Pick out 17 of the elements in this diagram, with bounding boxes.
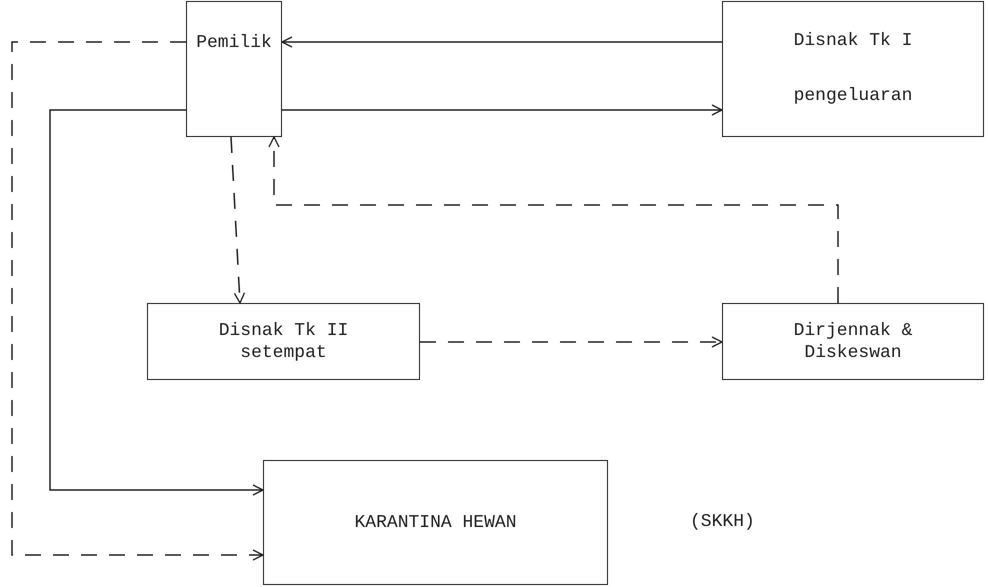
box-label: Disnak Tk I pengeluaran [792,30,914,108]
box-label: KARANTINA HEWAN [354,512,517,534]
note-text: (SKKH) [690,512,755,532]
process-box [186,1,282,137]
process-box [722,1,984,137]
arrow [281,36,722,48]
arrow [49,109,264,496]
box-label: Pemilik [196,32,272,54]
arrow [420,336,723,348]
box-label: Dirjennak & Diskeswan [792,320,914,364]
arrow [230,136,246,304]
process-box [722,303,984,380]
arrow [282,104,723,116]
process-box [263,460,608,585]
arrow [268,136,839,303]
process-box [147,303,420,380]
box-label: Disnak Tk II setempat [218,320,350,364]
